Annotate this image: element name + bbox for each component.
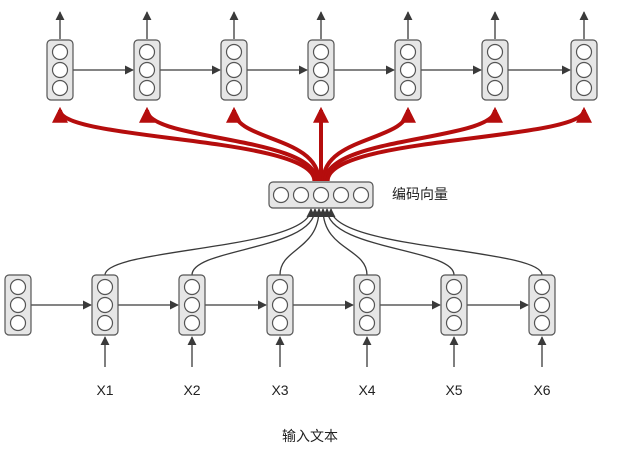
context-arrow [226,106,321,182]
context-arrow [321,106,416,182]
encoding-vector-node [352,186,370,204]
encoding-vector-node [312,186,330,204]
decoder-cell [307,39,335,101]
encoder-cell [528,274,556,336]
decoder-cell [46,39,74,101]
input-label: X4 [358,382,375,398]
input-label: X3 [271,382,288,398]
encoder-cell [440,274,468,336]
input-text-label: 输入文本 [282,429,338,445]
encoding-vector-node [272,186,290,204]
context-arrow [325,106,592,182]
encoder-to-vector-arrow [322,208,455,276]
context-arrow [52,106,317,182]
encoder-cell [266,274,294,336]
encoding-vector [268,181,374,209]
input-label: X6 [533,382,550,398]
decoder-cells [46,39,598,101]
decoder-cell [481,39,509,101]
input-labels: X1 X2 X3 X4 X5 X6 [96,382,550,398]
context-arrow [323,106,503,182]
encoder-cell [178,274,206,336]
input-label: X5 [445,382,462,398]
decoder-cell [570,39,598,101]
encoder-arrows [31,11,589,367]
input-label: X1 [96,382,113,398]
decoder-cell [133,39,161,101]
encoding-vector-node [332,186,350,204]
encoder-cell [353,274,381,336]
encoding-vector-label: 编码向量 [392,187,448,203]
encoder-cells [4,274,556,336]
encoding-vector-node [292,186,310,204]
encoder-to-vector-arrow [326,208,543,276]
context-arrow [139,106,319,182]
decoder-cell [220,39,248,101]
encoder-to-vector-arrow [104,208,316,276]
decoder-context-arrows [52,106,592,182]
encoder-to-vector-arrow [318,208,368,276]
encoder-to-vector-arrow [279,208,324,276]
encoder-cell [4,274,32,336]
encoder-to-vector-arrow [191,208,320,276]
encoder-cell [91,274,119,336]
input-label: X2 [183,382,200,398]
decoder-cell [394,39,422,101]
